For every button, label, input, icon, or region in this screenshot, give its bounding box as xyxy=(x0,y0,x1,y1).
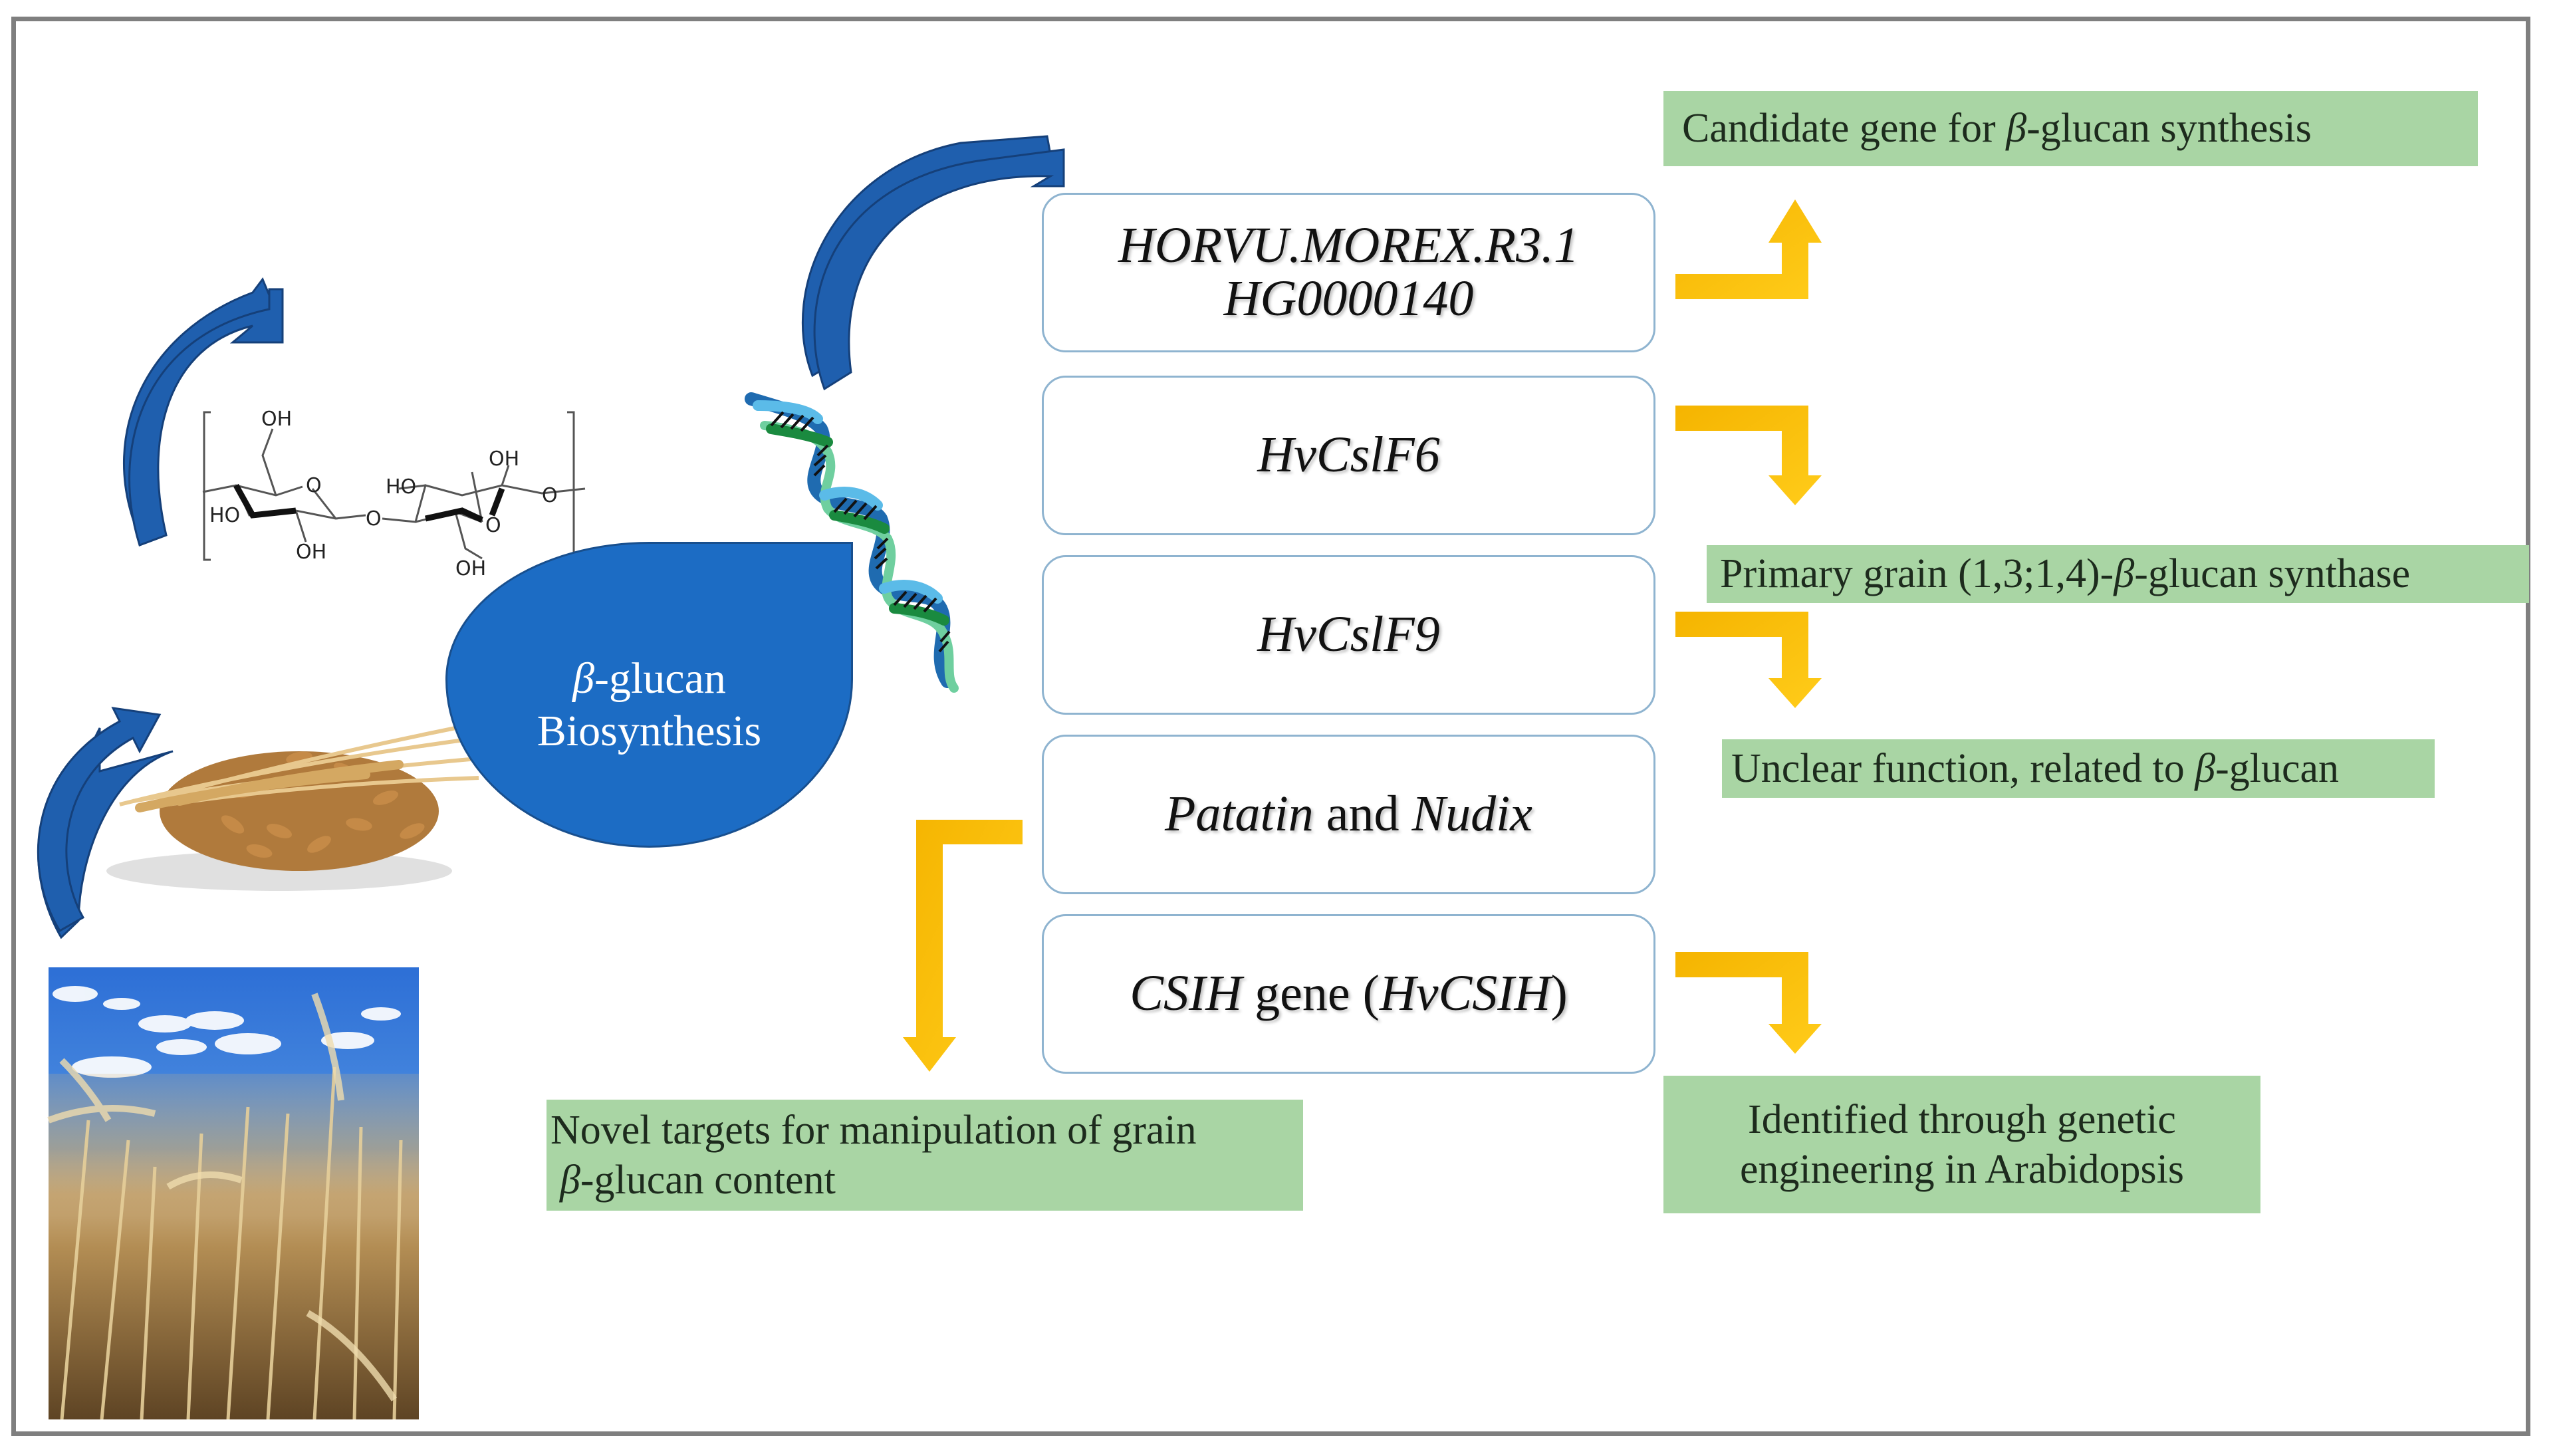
note-candidate: Candidate gene for β-glucan synthesis xyxy=(1663,91,2478,166)
gene-box-patatin-nudix: Patatin and Nudix xyxy=(1042,735,1655,894)
gene-box-hvcslf6: HvCslF6 xyxy=(1042,376,1655,535)
chem-label: O xyxy=(366,507,382,531)
gene-box-csih: CSIH gene (HvCSIH) xyxy=(1042,914,1655,1074)
bubble-line1: β-glucan xyxy=(572,654,726,703)
yellow-arrow-down-icon xyxy=(1675,952,1822,1054)
yellow-arrow-down-icon xyxy=(1675,612,1822,708)
chem-label: O xyxy=(306,474,322,497)
barley-field-image xyxy=(47,967,419,1420)
chem-label: HO xyxy=(386,475,416,499)
chem-label: O xyxy=(542,484,558,507)
yellow-arrow-up-icon xyxy=(1675,199,1822,299)
blue-arrow-grain-icon xyxy=(37,707,162,933)
chem-label: OH xyxy=(455,557,486,580)
chem-label: OH xyxy=(489,447,519,471)
chem-label: HO xyxy=(209,504,240,527)
gene-box-hvcslf9: HvCslF9 xyxy=(1042,555,1655,715)
note-primary: Primary grain (1,3;1,4)-β-glucan synthas… xyxy=(1707,545,2529,603)
beta-glucan-structure: OH HO OH O O HO OH O OH O n xyxy=(202,408,586,580)
yellow-arrow-down-icon xyxy=(903,820,1023,1072)
chem-label: OH xyxy=(296,541,326,564)
blue-arrow-dna-icon xyxy=(813,148,1065,391)
dna-helix-image xyxy=(745,392,959,693)
barley-grain-image xyxy=(106,723,486,891)
bubble-line2: Biosynthesis xyxy=(537,707,762,755)
note-unclear: Unclear function, related to β-glucan xyxy=(1722,739,2435,798)
chem-label: O xyxy=(485,514,501,537)
blue-arrow-structure-icon xyxy=(128,288,284,546)
yellow-arrow-down-icon xyxy=(1675,406,1822,505)
chem-label: OH xyxy=(261,408,292,431)
figure-frame xyxy=(11,17,2530,1436)
beta-glucan-biosynthesis-bubble: β-glucan Biosynthesis xyxy=(445,542,853,848)
